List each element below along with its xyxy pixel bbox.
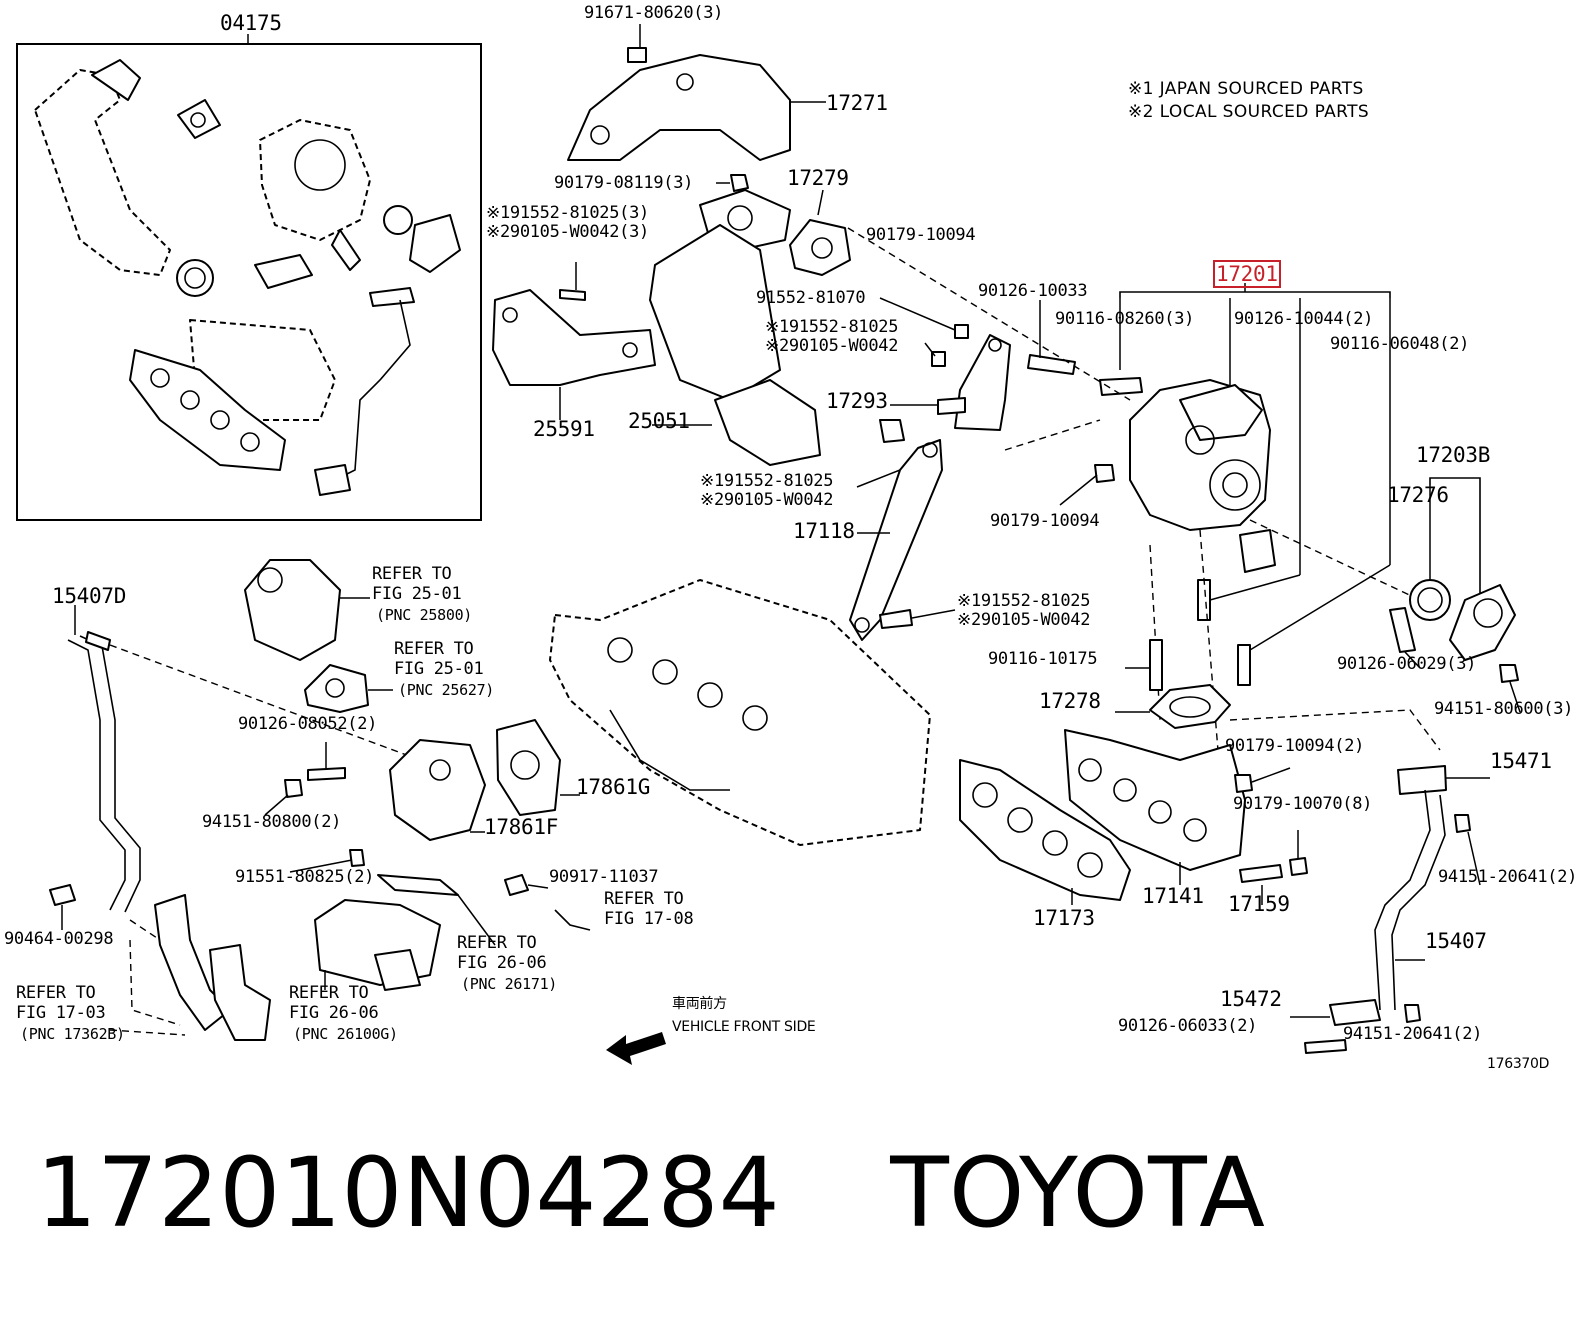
callout-90917-11037: 90917-11037 [549,867,659,887]
callout-90116-10175: 90116-10175 [988,649,1098,669]
callout-17293: 17293 [826,389,888,413]
callout-90116-06048-2: 90116-06048(2) [1330,334,1470,354]
callout-15407D: 15407D [52,584,127,608]
diagram-linework [16,24,1521,1065]
reference-fig-ref-17-03: FIG 17-03 [16,1003,106,1023]
callout-n2-290105-W0042-c: ※290105-W0042 [700,490,834,510]
callout-90179-10094-b: 90179-10094 [990,511,1100,531]
callout-n2-290105-W0042-b: ※290105-W0042 [765,336,899,356]
reference-refer-ref-26-06-a: REFER TO [457,933,537,953]
callout-94151-80600-3: 94151-80600(3) [1434,699,1574,719]
callout-17279: 17279 [787,166,849,190]
callout-17203B: 17203B [1416,443,1491,467]
note-japan-sourced: ※1 JAPAN SOURCED PARTS [1128,79,1364,99]
heat-insulator-17271 [567,24,826,161]
reference-fig-ref-17-08: FIG 17-08 [604,909,694,929]
direction-english: VEHICLE FRONT SIDE [672,1019,816,1035]
callout-90179-10094-a: 90179-10094 [866,225,976,245]
callout-15471: 15471 [1490,749,1552,773]
callout-90179-10094-2: 90179-10094(2) [1225,736,1365,756]
parts-diagram: 91671-80620(3) 17271 90179-08119(3) 17279 ※1… [4,3,1578,1073]
converter-25051 [649,189,821,466]
callout-25051: 25051 [628,409,690,433]
callout-17159: 17159 [1228,892,1290,916]
callout-90179-10070-8: 90179-10070(8) [1233,794,1373,814]
callout-91552-81070: 91552-81070 [756,288,866,308]
hose-15407D [49,605,421,941]
callout-17141: 17141 [1142,884,1204,908]
reference-pnc-ref-25-01-b: (PNC 25627) [398,681,495,699]
callout-17271: 17271 [826,91,888,115]
callout-90179-08119-3: 90179-08119(3) [554,173,694,193]
callout-15407: 15407 [1425,929,1487,953]
nut-90179-08119 [716,174,749,192]
callout-n2-290105-W0042-3: ※290105-W0042(3) [486,222,649,242]
exhaust-manifold-17141 [959,729,1308,905]
callout-n1-191552-81025-c: ※191552-81025 [700,471,834,491]
direction-japanese: 車両前方 [672,996,727,1012]
callout-91671-80620-3: 91671-80620(3) [584,3,724,23]
reference-pnc-ref-26-06-b: (PNC 26100G) [293,1025,398,1043]
callout-94151-20641-2-b: 94151-20641(2) [1343,1024,1483,1044]
reference-parts [109,559,591,1041]
callout-90116-08260-3: 90116-08260(3) [1055,309,1195,329]
callout-17861F: 17861F [484,815,559,839]
stay-17118 [849,419,956,641]
callout-90126-10044-2: 90126-10044(2) [1234,309,1374,329]
callout-n1-191552-81025-b: ※191552-81025 [765,317,899,337]
reference-pnc-ref-26-06-a: (PNC 26171) [461,975,558,993]
callout-90464-00298: 90464-00298 [4,929,114,949]
reference-pnc-ref-25-01-a: (PNC 25800) [376,606,473,624]
reference-refer-ref-25-01-b: REFER TO [394,639,474,659]
bracket-17293 [879,297,1011,431]
reference-fig-ref-26-06-b: FIG 26-06 [289,1003,379,1023]
callout-17861G: 17861G [576,775,651,799]
callout-17173: 17173 [1033,906,1095,930]
pipe-15407 [1290,765,1490,1054]
reference-pnc-ref-17-03: (PNC 17362B) [20,1025,125,1043]
callout-n1-191552-81025-d: ※191552-81025 [957,591,1091,611]
reference-fig-ref-25-01-b: FIG 25-01 [394,659,484,679]
bracket-25591 [492,262,656,420]
gasket-17279 [789,189,851,276]
callout-94151-20641-2-a: 94151-20641(2) [1438,867,1578,887]
part-number: 172010N04284 [36,1137,780,1249]
reference-refer-ref-25-01-a: REFER TO [372,564,452,584]
arrow-left-icon [606,1032,666,1065]
callout-n1-191552-81025-3: ※191552-81025(3) [486,203,649,223]
note-local-sourced: ※2 LOCAL SOURCED PARTS [1128,102,1370,122]
gasket-17278 [1115,639,1231,729]
callout-90126-08052-2: 90126-08052(2) [238,714,378,734]
callout-91551-80825-2: 91551-80825(2) [235,867,375,887]
callout-94151-80800-2: 94151-80800(2) [202,812,342,832]
reference-fig-ref-26-06-a: FIG 26-06 [457,953,547,973]
callout-17201-highlight: 17201 [1213,260,1281,288]
callout-90126-06029-3: 90126-06029(3) [1337,654,1477,674]
callout-17118: 17118 [793,519,855,543]
cylinder-head [549,579,931,846]
part-caption: 172010N04284 TOYOTA [36,1138,1265,1248]
brand-name: TOYOTA [890,1137,1265,1249]
turbocharger-17201 [847,227,1441,776]
callout-17278: 17278 [1039,689,1101,713]
kit-box-04175 [16,34,482,521]
callout-25591: 25591 [533,417,595,441]
callout-n2-290105-W0042-d: ※290105-W0042 [957,610,1091,630]
kit-box-label: 04175 [220,11,282,35]
callout-90126-06033-2: 90126-06033(2) [1118,1016,1258,1036]
callout-17276: 17276 [1387,483,1449,507]
callout-15472: 15472 [1220,987,1282,1011]
reference-refer-ref-26-06-b: REFER TO [289,983,369,1003]
reference-refer-ref-17-03: REFER TO [16,983,96,1003]
drawing-id: 176370D [1487,1056,1550,1072]
callout-90126-10033: 90126-10033 [978,281,1088,301]
outlet-elbow-17203B [1389,477,1521,713]
reference-fig-ref-25-01-a: FIG 25-01 [372,584,462,604]
reference-refer-ref-17-08: REFER TO [604,889,684,909]
